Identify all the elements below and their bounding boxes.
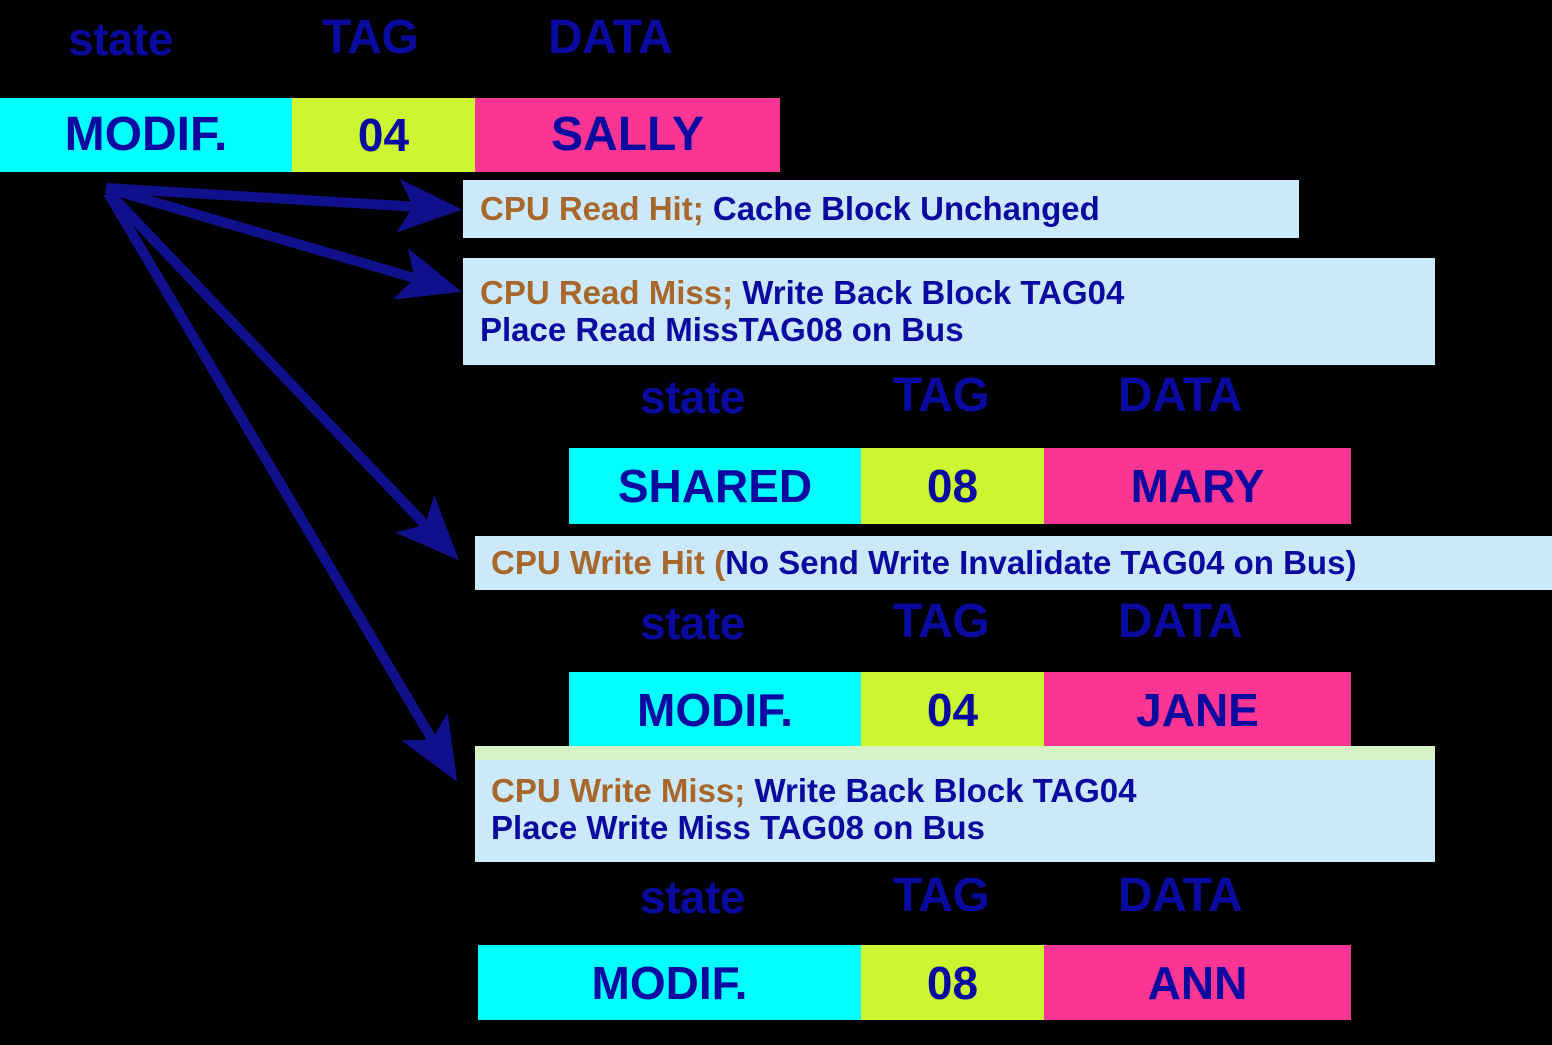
cache-state-cell: MODIF. <box>0 98 292 172</box>
note-text-brown: CPU Write Miss; <box>491 772 755 810</box>
note-text-brown: CPU Read Hit; <box>480 189 713 227</box>
note-text-navy: Write Back Block TAG04 <box>742 273 1125 311</box>
note-line: Place Write Miss TAG08 on Bus <box>491 809 1435 847</box>
cache-data-cell: MARY <box>1044 448 1351 524</box>
note-text-navy: Place Read MissTAG08 on Bus <box>480 310 964 348</box>
cache-state-cell: SHARED <box>569 448 861 524</box>
cache-line-write-hit: MODIF. 04 JANE <box>569 672 1351 747</box>
column-header-state-3: state <box>640 597 745 649</box>
column-header-tag-1: TAG <box>322 11 419 64</box>
note-text-navy: No Send Write Invalidate TAG04 on Bus) <box>725 543 1357 581</box>
note-write-miss: CPU Write Miss; Write Back Block TAG04 P… <box>475 746 1435 862</box>
column-header-state-2: state <box>640 371 745 423</box>
note-text-navy: Write Back Block TAG04 <box>754 772 1137 810</box>
note-text-navy: Place Write Miss TAG08 on Bus <box>491 809 985 846</box>
column-header-data-1: DATA <box>548 11 673 64</box>
cache-data-cell: ANN <box>1044 945 1351 1020</box>
note-text-navy: Cache Block Unchanged <box>712 189 1100 227</box>
note-text-brown: CPU Read Miss; <box>480 273 743 311</box>
cache-data-cell: SALLY <box>475 98 780 172</box>
note-line: Place Read MissTAG08 on Bus <box>480 310 1435 349</box>
cache-tag-cell: 08 <box>861 448 1044 524</box>
column-header-state-1: state <box>68 13 173 65</box>
arrow-to-write-miss <box>103 190 458 782</box>
note-text-brown: CPU Write Hit ( <box>491 543 726 581</box>
note-read-miss: CPU Read Miss; Write Back Block TAG04 Pl… <box>463 258 1435 365</box>
column-header-tag-4: TAG <box>893 869 990 922</box>
cache-tag-cell: 04 <box>861 672 1044 747</box>
arrow-to-read-miss <box>104 183 462 300</box>
note-line: CPU Write Hit (No Send Write Invalidate … <box>491 543 1552 582</box>
column-header-data-3: DATA <box>1118 595 1243 648</box>
cache-line-write-miss: MODIF. 08 ANN <box>478 945 1351 1020</box>
column-header-tag-2: TAG <box>893 369 990 422</box>
note-read-hit: CPU Read Hit; Cache Block Unchanged <box>463 180 1299 238</box>
note-line: CPU Read Miss; Write Back Block TAG04 <box>480 273 1435 312</box>
column-header-tag-3: TAG <box>893 595 990 648</box>
cache-tag-cell: 08 <box>861 945 1044 1020</box>
cache-state-cell: MODIF. <box>569 672 861 747</box>
cache-data-cell: JANE <box>1044 672 1351 747</box>
cache-line-initial: MODIF. 04 SALLY <box>0 98 780 172</box>
column-header-data-2: DATA <box>1118 369 1243 422</box>
cache-line-shared: SHARED 08 MARY <box>569 448 1351 524</box>
column-header-state-4: state <box>640 871 745 923</box>
cache-tag-cell: 04 <box>292 98 475 172</box>
note-write-hit: CPU Write Hit (No Send Write Invalidate … <box>475 536 1552 590</box>
note-line: CPU Write Miss; Write Back Block TAG04 <box>491 772 1435 810</box>
column-header-data-4: DATA <box>1118 869 1243 922</box>
cache-state-cell: MODIF. <box>478 945 861 1020</box>
note-line: CPU Read Hit; Cache Block Unchanged <box>480 189 1299 228</box>
arrow-to-read-hit <box>105 178 462 233</box>
arrow-to-write-hit <box>108 192 459 561</box>
